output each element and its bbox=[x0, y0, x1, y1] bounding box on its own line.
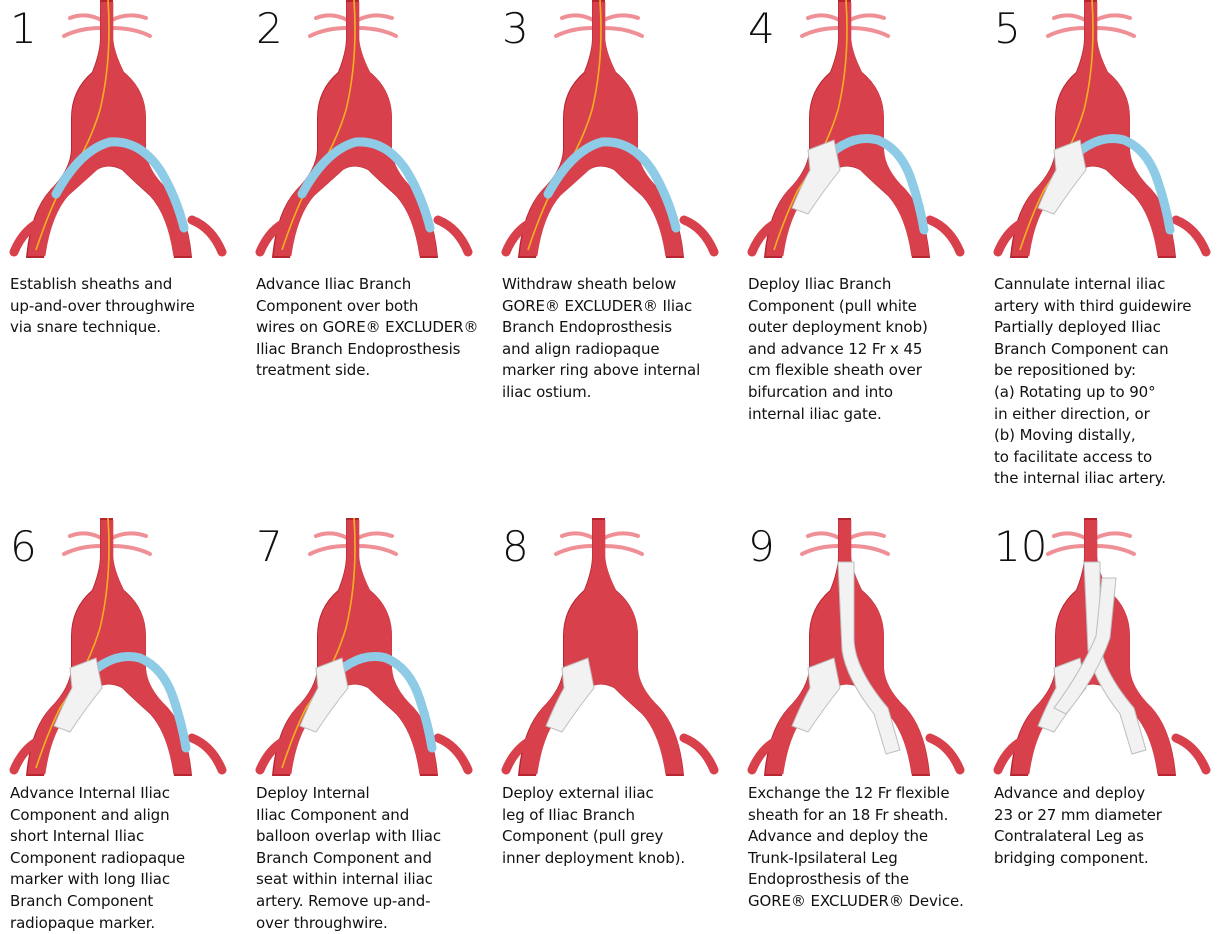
step-3-caption: Withdraw sheath below GORE® EXCLUDER® Il… bbox=[502, 274, 734, 404]
step-10-number: 10 bbox=[994, 526, 1047, 568]
step-8-caption: Deploy external iliac leg of Iliac Branc… bbox=[502, 783, 734, 869]
step-5-number: 5 bbox=[994, 8, 1021, 50]
step-5-caption: Cannulate internal iliac artery with thi… bbox=[994, 274, 1226, 490]
step-8-number: 8 bbox=[502, 526, 529, 568]
step-9-caption: Exchange the 12 Fr flexible sheath for a… bbox=[748, 783, 980, 913]
step-7-caption: Deploy Internal Iliac Component and ball… bbox=[256, 783, 488, 934]
step-6-number: 6 bbox=[10, 526, 37, 568]
step-1-number: 1 bbox=[10, 8, 37, 50]
step-10-caption: Advance and deploy 23 or 27 mm diameter … bbox=[994, 783, 1226, 869]
step-7-number: 7 bbox=[256, 526, 283, 568]
step-2-caption: Advance Iliac Branch Component over both… bbox=[256, 274, 488, 382]
step-1-caption: Establish sheaths and up-and-over throug… bbox=[10, 274, 242, 339]
step-4-number: 4 bbox=[748, 8, 775, 50]
step-4-caption: Deploy Iliac Branch Component (pull whit… bbox=[748, 274, 980, 425]
step-2-number: 2 bbox=[256, 8, 283, 50]
step-6-caption: Advance Internal Iliac Component and ali… bbox=[10, 783, 242, 934]
step-9-number: 9 bbox=[748, 526, 775, 568]
aorta-lumen-shape bbox=[520, 520, 684, 774]
step-3-number: 3 bbox=[502, 8, 529, 50]
